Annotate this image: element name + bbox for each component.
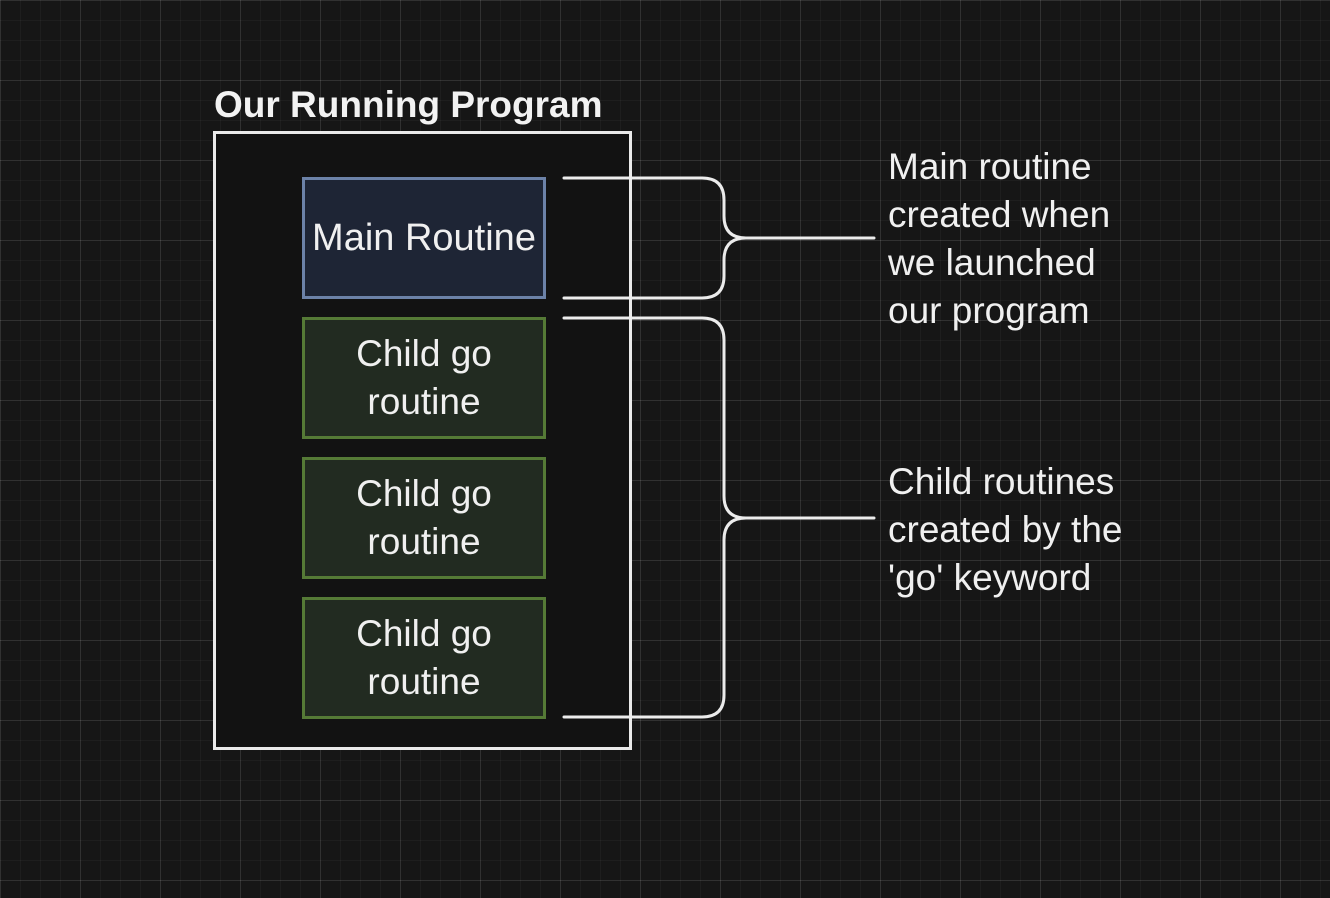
main-routine-bracket xyxy=(562,176,876,300)
child-routines-annotation: Child routines created by the 'go' keywo… xyxy=(888,461,1123,598)
child-routines-bracket xyxy=(562,316,876,719)
child-go-routine-box-3: Child go routine xyxy=(302,597,546,719)
program-title: Our Running Program xyxy=(214,84,603,125)
child-go-routine-box-1: Child go routine xyxy=(302,317,546,439)
main-routine-box: Main Routine xyxy=(302,177,546,299)
child-go-routine-box-2: Child go routine xyxy=(302,457,546,579)
main-routine-annotation: Main routine created when we launched ou… xyxy=(888,146,1111,331)
